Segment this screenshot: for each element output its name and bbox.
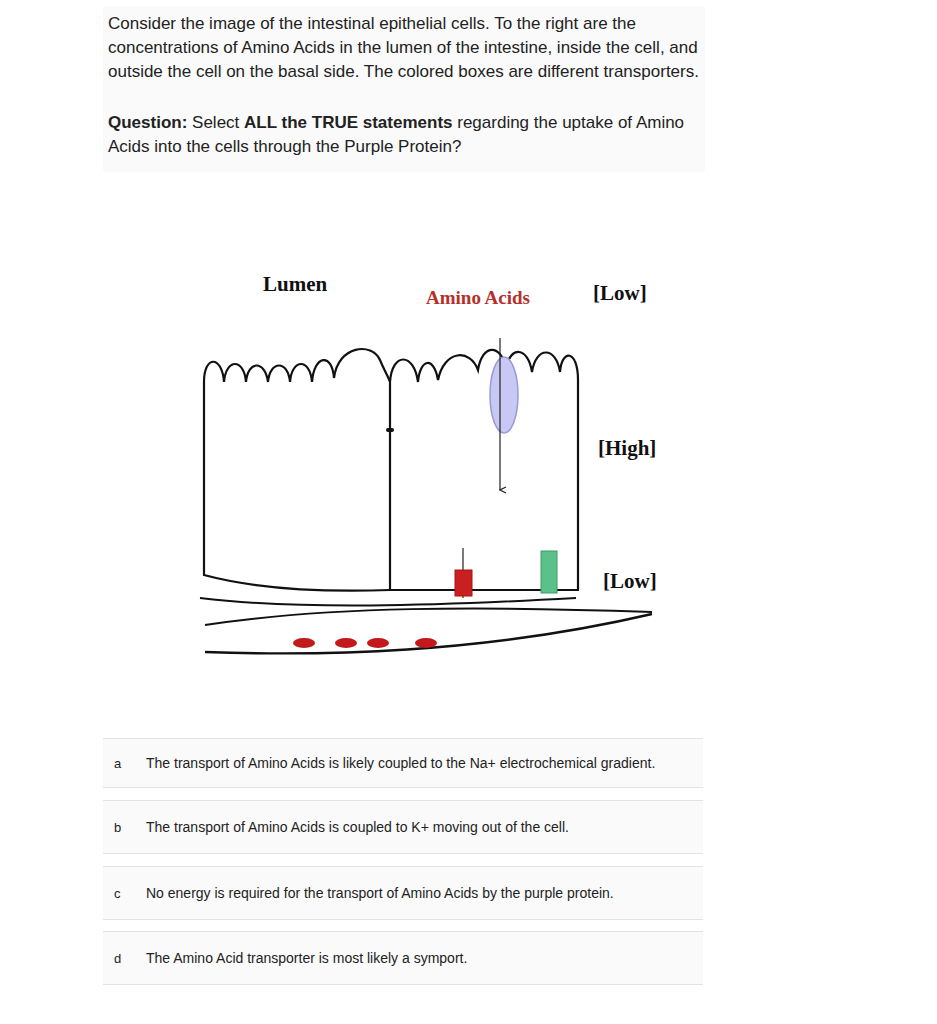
concentration-label: [High] xyxy=(598,436,656,461)
answer-option: b The transport of Amino Acids is coupled… xyxy=(103,800,703,854)
question-label: Question: xyxy=(108,113,187,132)
question-intro: Consider the image of the intestinal epi… xyxy=(108,12,700,84)
option-text: The transport of Amino Acids is coupled … xyxy=(146,818,695,836)
substance-label: Amino Acids xyxy=(426,287,530,309)
concentration-label: [Low] xyxy=(593,281,647,306)
option-letter: d xyxy=(114,951,121,966)
region-label: Lumen xyxy=(263,272,327,297)
question-emphasis: ALL the TRUE statements xyxy=(244,113,452,132)
question-line: Question: Select ALL the TRUE statements… xyxy=(108,111,700,159)
option-letter: b xyxy=(114,820,121,835)
concentration-label: [Low] xyxy=(603,569,657,594)
option-letter: c xyxy=(114,886,121,901)
option-text: The transport of Amino Acids is likely c… xyxy=(146,754,695,772)
option-text: No energy is required for the transport … xyxy=(146,884,695,902)
answer-option: c No energy is required for the transport… xyxy=(103,866,703,920)
answer-option: d The Amino Acid transporter is most like… xyxy=(103,931,703,985)
question-text: Select xyxy=(192,113,239,132)
option-text: The Amino Acid transporter is most likel… xyxy=(146,949,695,967)
option-letter: a xyxy=(114,756,121,771)
answer-option: a The transport of Amino Acids is likely … xyxy=(103,738,703,788)
